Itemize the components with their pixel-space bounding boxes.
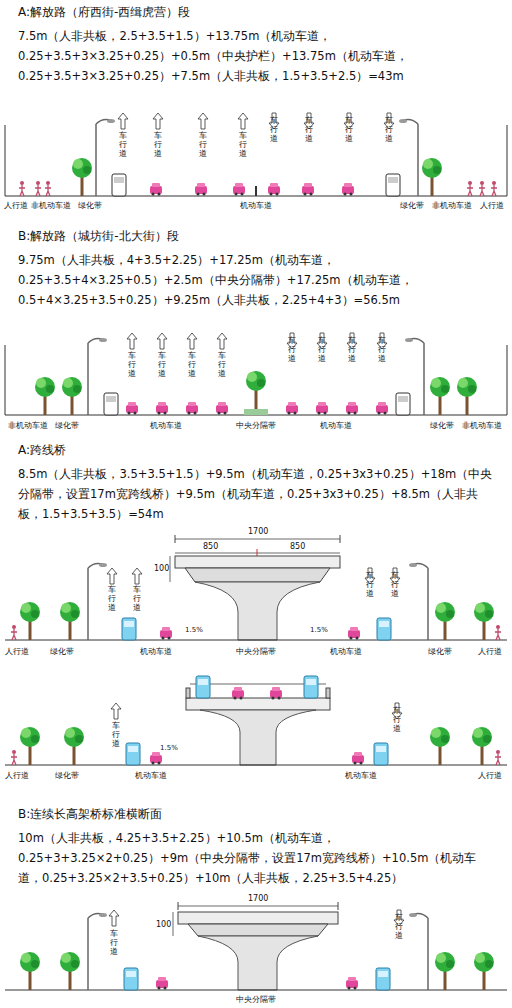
lane-label: 车行道 [218,352,226,378]
zone-label: 机动车道 [150,420,182,431]
zone-label: 人行道 [478,646,502,657]
lane-label: 车行道 [391,572,399,598]
zone-label: 人行道 [5,770,29,781]
zone-label: 非机动车道 [432,200,472,211]
lane-label: 车行道 [133,586,141,612]
zone-label: 人行道 [4,200,28,211]
zone-label: 机动车道 [240,200,272,211]
zone-label: 非机动车道 [462,420,502,431]
lane-label: 车行道 [345,117,353,143]
lane-label: 车行道 [112,722,120,748]
lane-label: 车行道 [288,337,296,363]
zone-label: 中央分隔带 [236,646,276,657]
zone-label: 绿化带 [78,200,102,211]
zone-label: 中央分隔带 [236,420,276,431]
zone-label: 绿化带 [55,770,79,781]
lane-label: 车行道 [239,132,247,158]
zone-label: 非机动车道 [8,420,48,431]
zone-label: 人行道 [480,200,504,211]
zone-label: 中央分隔带 [236,994,276,1005]
lane-label: 车行道 [393,707,401,733]
zone-label: 绿化带 [428,646,452,657]
zone-label: 绿化带 [55,420,79,431]
zone-label: 机动车道 [320,420,352,431]
lane-label: 车行道 [366,572,374,598]
dimension-label: 1.5% [310,626,328,634]
section-heading: A:解放路（府西街-西缉虎营）段 [18,4,190,21]
lane-label: 车行道 [318,337,326,363]
dimension-label: 850 [203,542,218,551]
lane-label: 车行道 [305,117,313,143]
zone-label: 人行道 [478,770,502,781]
lane-label: 车行道 [385,117,393,143]
zone-label: 机动车道 [330,646,362,657]
zone-label: 机动车道 [345,770,377,781]
lane-label: 车行道 [199,132,207,158]
lane-label: 车行道 [270,117,278,143]
zone-label: 人行道 [5,646,29,657]
dimension-label: 1700 [248,527,268,536]
lane-label: 车行道 [378,337,386,363]
lane-label: 车行道 [108,586,116,612]
dimension-label: 100 [156,920,171,929]
section-heading: B:连续长高架桥标准横断面 [18,806,162,823]
section-heading: A:跨线桥 [18,442,66,459]
dimension-label: 1.5% [185,626,203,634]
zone-label: 绿化带 [430,420,454,431]
width-formula: 8.5m（人非共板，3.5+3.5+1.5）+9.5m（机动车道，0.25+3x… [18,464,498,524]
zone-label: 绿化带 [400,200,424,211]
dimension-label: 1700 [248,894,268,903]
lane-label: 车行道 [395,914,403,940]
dimension-label: 850 [290,542,305,551]
lane-label: 车行道 [154,132,162,158]
lane-label: 车行道 [110,930,118,956]
section-heading: B:解放路（城坊街-北大街）段 [18,228,179,245]
lane-label: 车行道 [119,132,127,158]
lane-label: 车行道 [188,352,196,378]
width-formula: 7.5m（人非共板，2.5+3.5+1.5）+13.75m（机动车道，0.25+… [18,26,498,86]
zone-label: 非机动车道 [31,200,71,211]
lane-label: 车行道 [128,352,136,378]
zone-label: 机动车道 [140,646,172,657]
zone-label: 机动车道 [135,770,167,781]
dimension-label: 1.5% [160,744,178,752]
lane-label: 车行道 [348,337,356,363]
dimension-label: 100 [154,564,169,573]
width-formula: 9.75m（人非共板，4+3.5+2.25）+17.25m（机动车道，0.25+… [18,250,498,310]
lane-label: 车行道 [158,352,166,378]
zone-label: 绿化带 [50,646,74,657]
width-formula: 10m（人非共板，4.25+3.5+2.25）+10.5m（机动车道，0.25+… [18,828,498,888]
